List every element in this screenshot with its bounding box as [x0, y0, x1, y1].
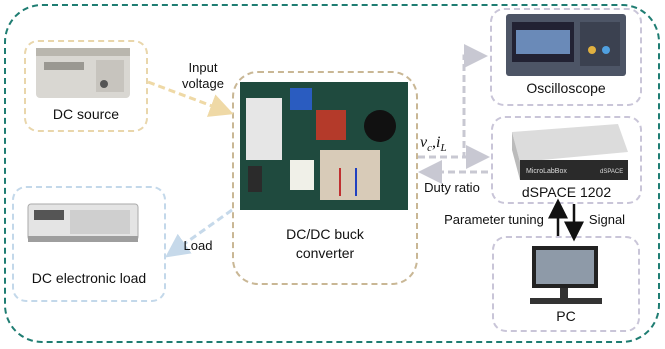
parameter-tuning-label: Parameter tuning — [444, 212, 544, 227]
dc-source-image — [36, 48, 130, 98]
dspace-label: dSPACE 1202 — [521, 184, 612, 200]
voltage-subscript: c — [427, 142, 432, 155]
dc-load-image — [27, 203, 139, 242]
dspace-image: MicroLabBox dSPACE — [512, 124, 628, 180]
oscilloscope-image — [506, 14, 626, 76]
input-voltage-arrow — [147, 80, 234, 117]
oscilloscope-label: Oscilloscope — [526, 80, 606, 96]
dspace-front-label: MicroLabBox — [526, 168, 567, 175]
current-subscript: L — [440, 142, 447, 155]
duty-ratio-label: Duty ratio — [424, 180, 480, 195]
measured-separator: , — [432, 134, 436, 151]
dc-load-label: DC electronic load — [31, 270, 147, 286]
measured-signals-label: vc,iL — [420, 134, 447, 154]
signal-label: Signal — [588, 212, 626, 227]
buck-label-line1: DC/DC buck — [286, 226, 364, 242]
current-symbol: i — [436, 134, 441, 151]
load-label: Load — [183, 238, 213, 253]
voltage-symbol: v — [420, 134, 428, 151]
input-voltage-label-line2: voltage — [182, 76, 224, 91]
dc-source-label: DC source — [52, 106, 120, 122]
load-arrow — [165, 208, 233, 258]
input-voltage-label-line1: Input — [188, 60, 218, 75]
system-outline — [4, 4, 660, 343]
buck-label-line2: converter — [295, 245, 355, 261]
dspace-brand-label: dSPACE — [600, 169, 623, 175]
pc-image — [530, 246, 602, 304]
pc-label: PC — [556, 308, 576, 324]
buck-converter-image — [240, 82, 408, 210]
